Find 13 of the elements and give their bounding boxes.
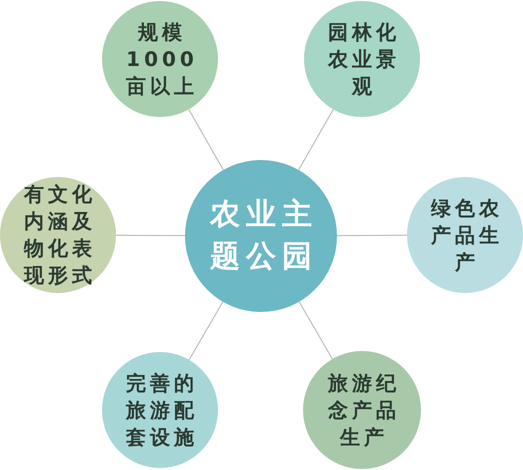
connector-line (188, 301, 224, 360)
topic-label: 旅游纪念产品生产 (326, 370, 401, 450)
connector-line (298, 301, 333, 360)
topic-label: 有文化内涵及物化表现形式 (22, 181, 97, 289)
connector-line (116, 234, 186, 236)
center-title: 农业主题公园 (208, 196, 319, 276)
topic-label: 园林化农业景观 (326, 18, 401, 100)
topic-label: 绿色农产品生产 (430, 194, 504, 276)
connector-line (188, 108, 224, 170)
topic-label: 规模1000亩以上 (125, 18, 199, 100)
connector-line (298, 108, 334, 170)
connector-line (336, 234, 408, 236)
topic-label: 完善的旅游配套设施 (124, 370, 199, 450)
